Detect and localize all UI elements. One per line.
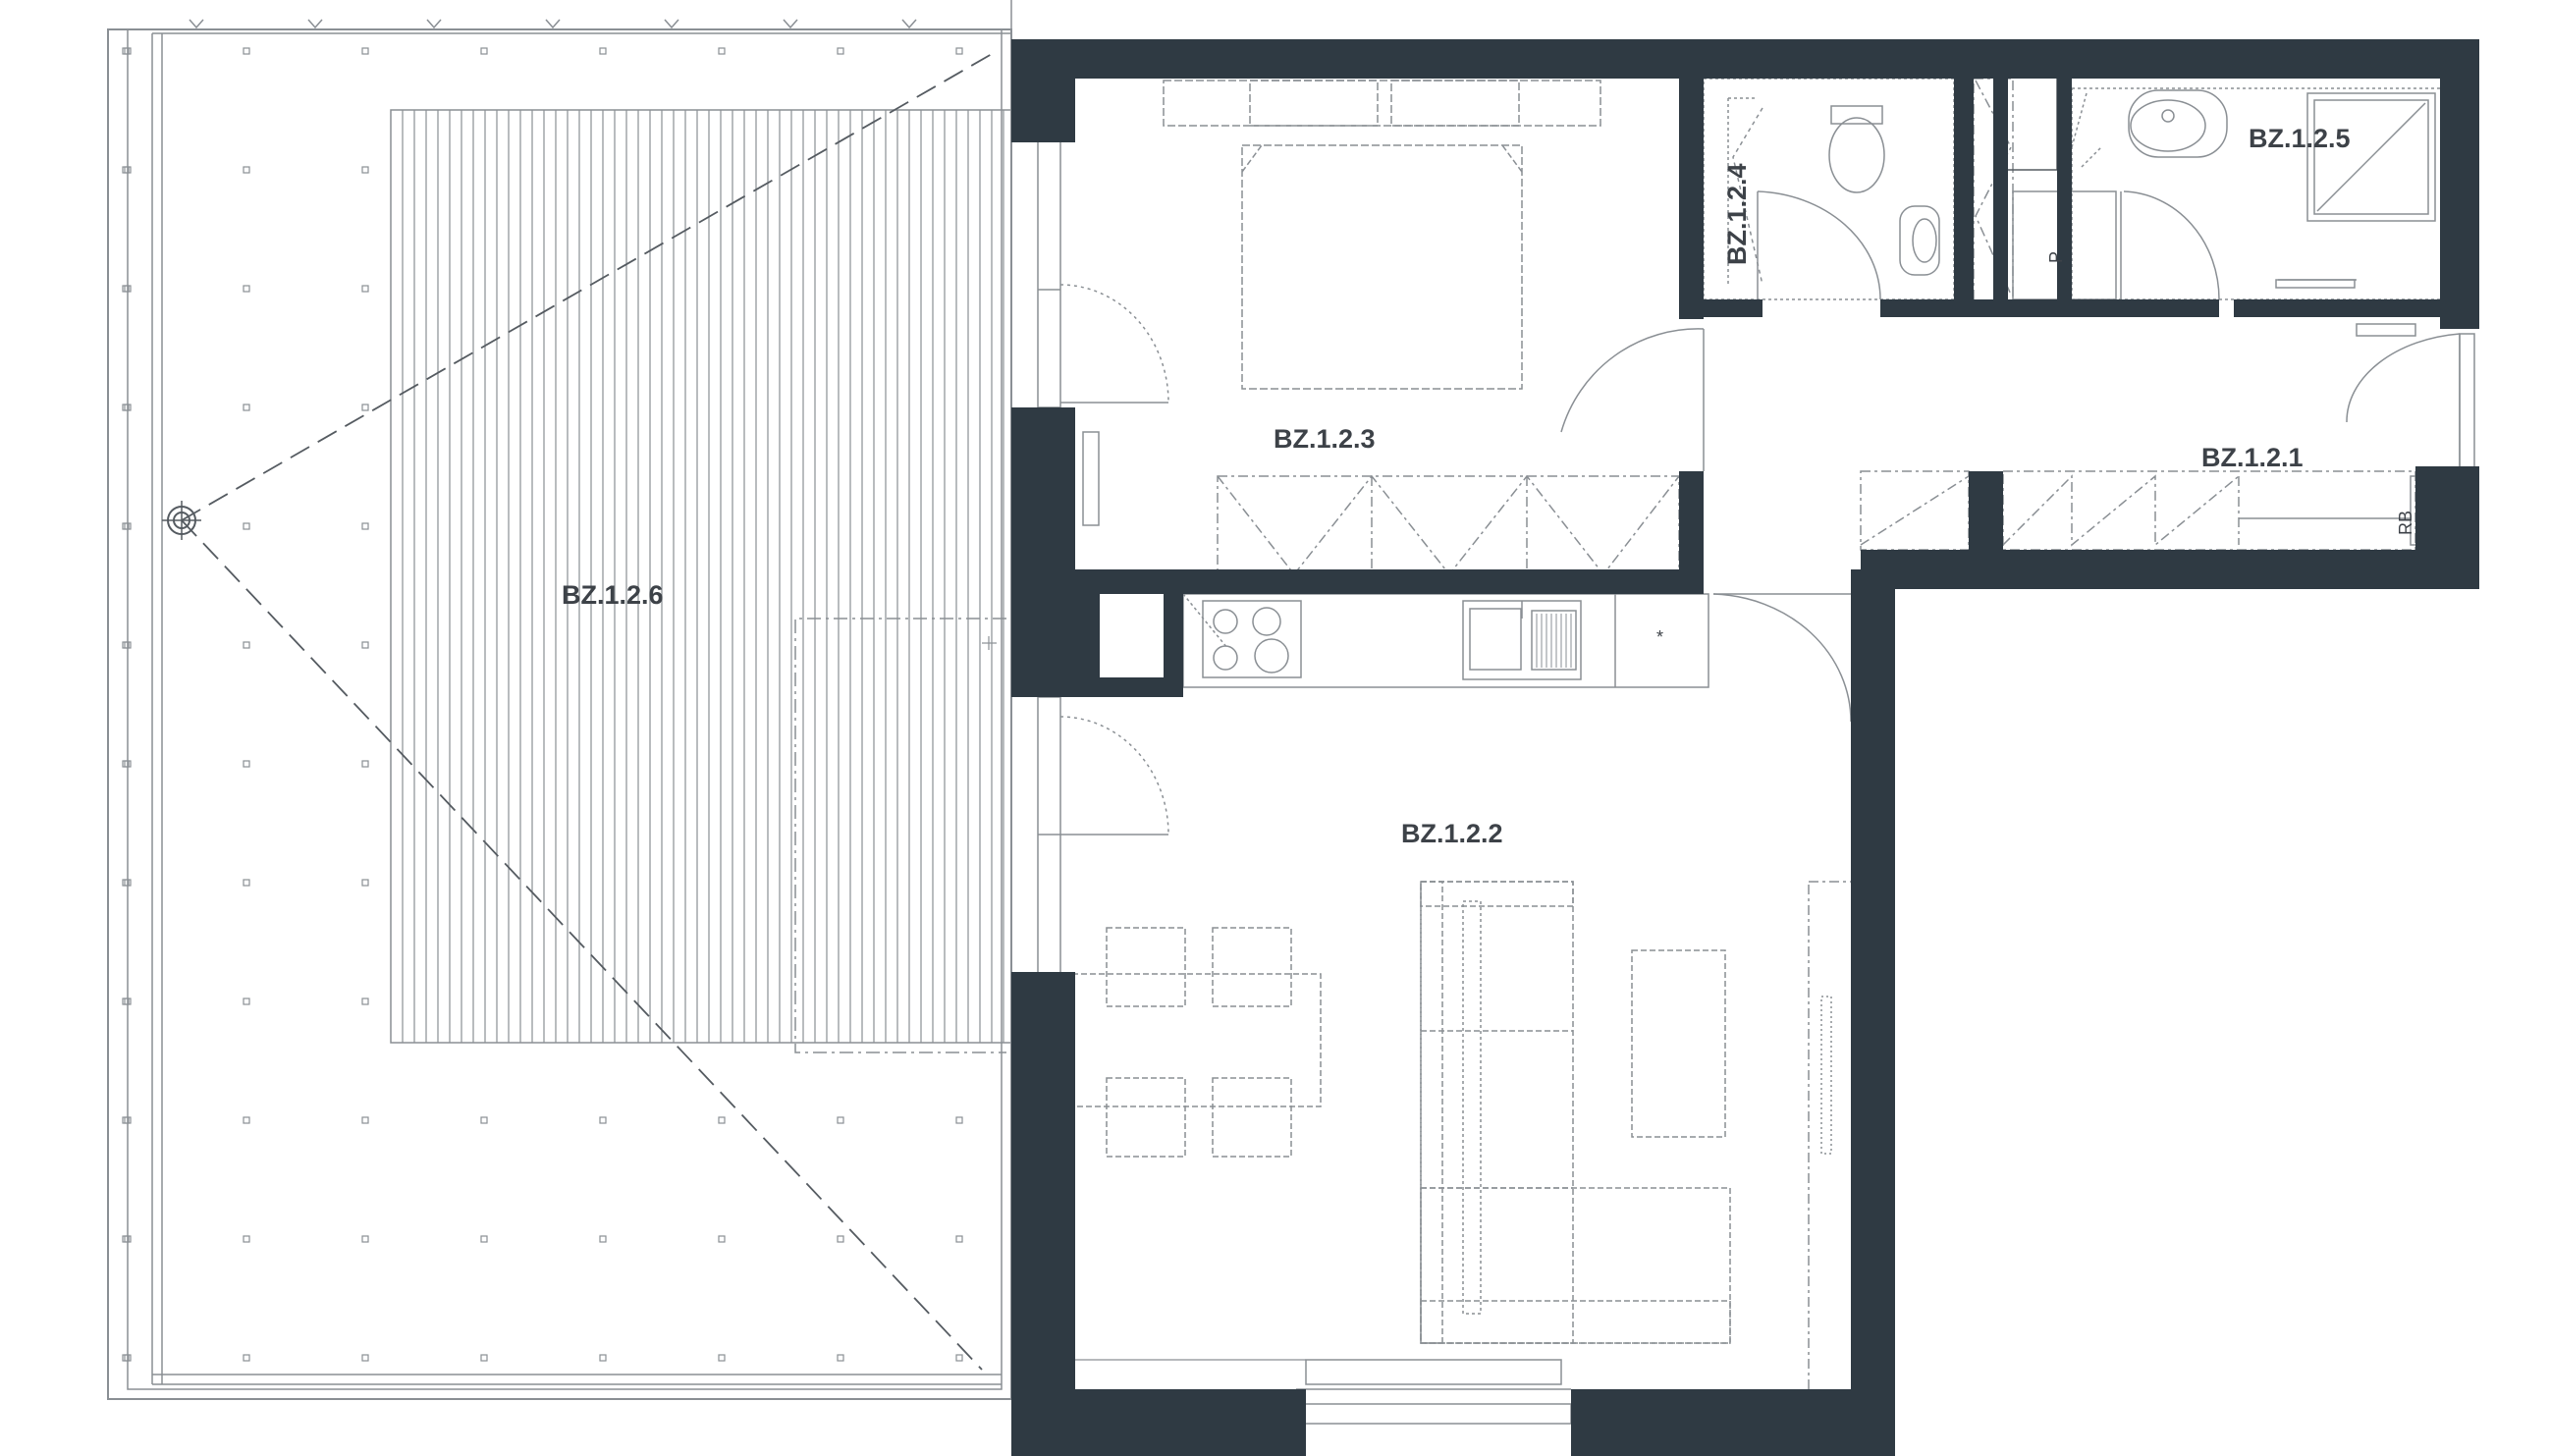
room-label-terrace: BZ.1.2.6: [562, 580, 664, 610]
asterisk-label: *: [1656, 627, 1663, 647]
room-label-wc: BZ.1.2.4: [1722, 163, 1752, 265]
room-label-living: BZ.1.2.2: [1401, 819, 1503, 848]
furniture: [1037, 76, 2475, 1425]
toilet-icon: [1828, 105, 1885, 193]
room-labels: BZ.1.2.6 BZ.1.2.3 BZ.1.2.4 BZ.1.2.5 BZ.1…: [562, 124, 2415, 848]
room-label-hall: BZ.1.2.1: [2201, 443, 2304, 472]
walls: [1011, 39, 2479, 1456]
washbasin-icon: [1899, 205, 1940, 276]
hob-icon: [1202, 600, 1302, 678]
p-label: P: [2046, 251, 2066, 263]
room-label-bedroom: BZ.1.2.3: [1274, 424, 1376, 454]
room-label-bathroom: BZ.1.2.5: [2249, 124, 2351, 153]
rb-label: RB: [2396, 511, 2415, 535]
terrace: [107, 0, 1012, 1400]
drain-icon: [162, 501, 201, 540]
washbasin-icon: [2128, 89, 2228, 158]
shower-icon: [2306, 92, 2436, 222]
sink-icon: [1462, 600, 1582, 680]
tv-icon: [1820, 996, 1832, 1155]
